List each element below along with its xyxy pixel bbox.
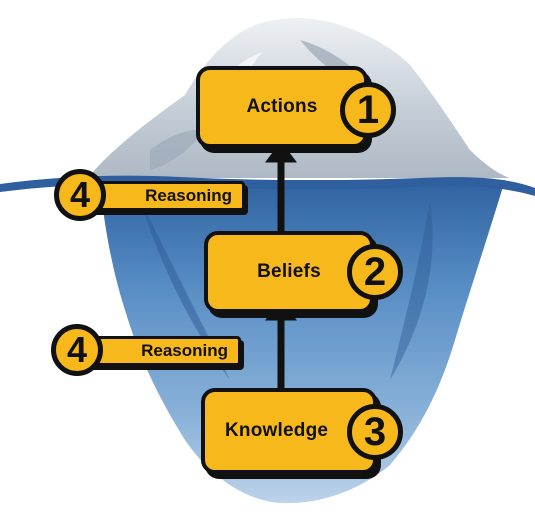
reasoning-tag-top: Reasoning [82,181,245,211]
knowledge-number-badge: 3 [347,404,403,460]
beliefs-number-badge: 2 [347,244,403,300]
reasoning-number-badge-top: 4 [54,169,106,221]
water-line [0,175,535,196]
actions-label: Actions [246,96,318,117]
reasoning-tag-bottom: Reasoning [80,336,241,366]
actions-number-badge: 1 [340,82,396,138]
beliefs-label: Beliefs [257,261,321,282]
knowledge-label: Knowledge [225,420,329,441]
reasoning-label-top: Reasoning [145,186,232,205]
reasoning-label-bottom: Reasoning [141,341,228,360]
beliefs-box: Beliefs [204,231,374,313]
reasoning-number-badge-bottom: 4 [51,324,103,376]
